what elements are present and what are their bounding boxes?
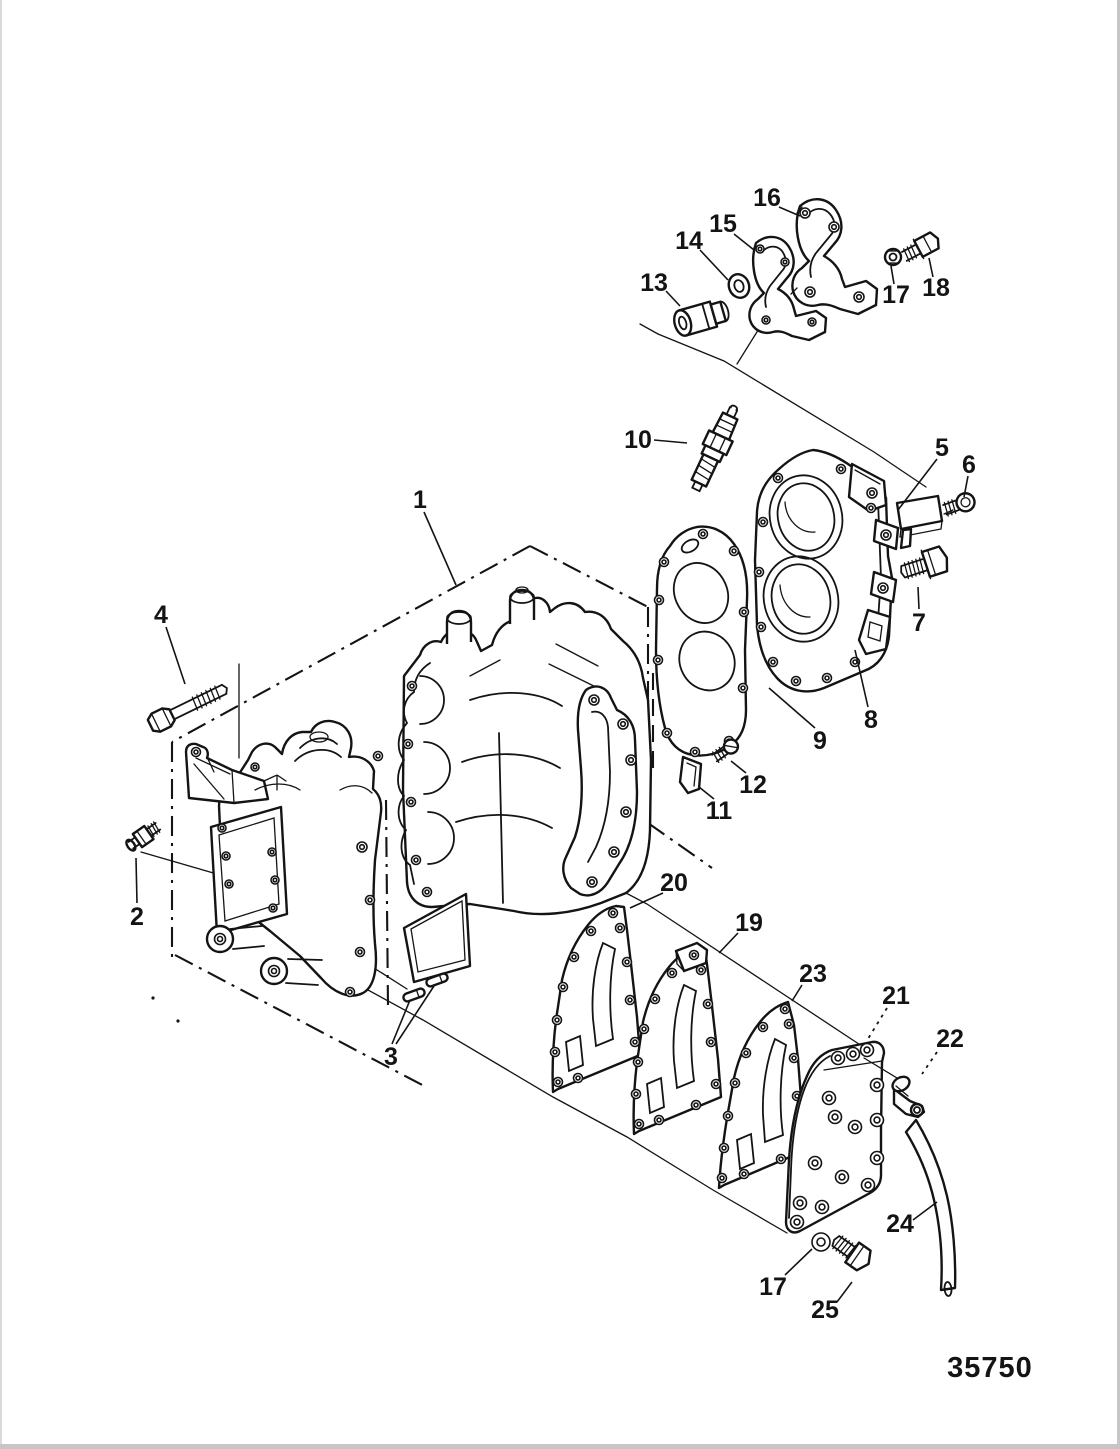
bolt-7 [900, 545, 949, 580]
spark-plug [690, 404, 739, 493]
anode-screw [711, 738, 740, 764]
callout-24-label: 24 [886, 1210, 914, 1238]
callout-18-label: 18 [922, 274, 950, 302]
scan-edge-left [0, 0, 2, 1449]
print-speck [151, 996, 155, 1000]
callout-22-label: 22 [936, 1025, 964, 1053]
callout-2-label: 2 [130, 903, 144, 931]
callout-12-label: 12 [739, 771, 767, 799]
callout-6-leader [963, 475, 969, 498]
callout-3-label: 3 [384, 1043, 398, 1071]
cylinder-head [753, 448, 900, 693]
bolt-4 [146, 683, 228, 733]
bushing [673, 300, 730, 337]
callout-23-leader [791, 984, 803, 1002]
callout-1-label: 1 [413, 486, 427, 514]
drain-hose [904, 1118, 957, 1297]
exhaust-manifold-gasket [748, 235, 828, 342]
callout-16-label: 16 [753, 184, 781, 212]
callout-25-leader [836, 1281, 853, 1303]
callout-9-leader [768, 687, 816, 729]
thermostat-boss [847, 462, 888, 513]
assembly-dashed-box [170, 545, 713, 1089]
bolt-6 [942, 492, 976, 517]
callout-8-label: 8 [864, 706, 878, 734]
print-speck [176, 1019, 180, 1023]
callout-5-leader [897, 458, 938, 511]
callout-25-label: 25 [811, 1296, 839, 1324]
callout-17b-leader [784, 1248, 813, 1276]
callout-16-leader [778, 206, 801, 217]
callout-7-label: 7 [912, 609, 926, 637]
elbow-fitting [891, 1075, 926, 1119]
dowel-pins [402, 972, 449, 1003]
mount-arm-upper [229, 925, 265, 950]
callout-11-label: 11 [706, 797, 733, 825]
callout-19-leader [718, 932, 739, 954]
mounting-bracket [184, 742, 270, 805]
callout-21-leader [865, 1007, 888, 1043]
callout-24-leader [912, 1201, 938, 1221]
callout-23-label: 23 [799, 960, 827, 988]
callout-20-label: 20 [660, 869, 688, 897]
manifold-nut [883, 247, 903, 267]
callout-10-leader [653, 439, 688, 444]
callout-8-leader [854, 649, 869, 708]
drawing-number: 35750 [947, 1352, 1033, 1384]
callout-15-label: 15 [709, 210, 737, 238]
callout-4-leader [165, 626, 186, 685]
callout-1-leader [423, 511, 457, 586]
callout-5-label: 5 [935, 434, 949, 462]
manifold-washer [727, 273, 751, 299]
exhaust-outer-cover [784, 1040, 898, 1234]
callout-13-leader [665, 290, 681, 307]
callout-9-label: 9 [813, 727, 827, 755]
head-gasket [652, 525, 750, 758]
callout-3-leader-2 [395, 985, 435, 1045]
exhaust-inner-gasket [549, 904, 642, 1094]
scan-edge-bottom [0, 1444, 1120, 1449]
callout-17-label: 17 [882, 281, 910, 309]
fitting-2 [125, 821, 162, 852]
block-skirt-panel [402, 892, 472, 984]
callout-10-label: 10 [624, 426, 652, 454]
washer-17 [811, 1232, 831, 1252]
crankcase-cover [184, 719, 384, 998]
callout-2-leader [135, 857, 138, 904]
callout-3-leader [391, 999, 411, 1045]
exhaust-outer-gasket [716, 1000, 806, 1190]
callout-19-label: 19 [735, 909, 763, 937]
callout-17b-label: 17 [759, 1273, 787, 1301]
exhaust-manifold-cover [790, 198, 879, 316]
callout-15-leader [733, 233, 755, 251]
callout-21-label: 21 [882, 982, 910, 1010]
manifold-bolt [901, 231, 940, 263]
callout-13-label: 13 [640, 269, 668, 297]
callout-6-label: 6 [962, 451, 976, 479]
callout-7-leader [917, 586, 920, 610]
crankcase-panel [209, 805, 289, 936]
callout-17-leader [890, 265, 895, 285]
scan-edge-right [1117, 0, 1120, 1449]
bolt-25 [831, 1235, 872, 1272]
anode [678, 755, 703, 795]
callout-20-leader [629, 892, 664, 909]
callout-14-leader [699, 249, 729, 281]
retainer-plate [895, 494, 954, 550]
exhaust-inner-plate [630, 941, 723, 1136]
callout-18-leader [928, 257, 934, 278]
cylinder-block [397, 586, 653, 984]
callout-14-label: 14 [675, 227, 703, 255]
callout-12-leader [730, 760, 747, 774]
mount-arm-lower [285, 958, 323, 986]
callout-11-leader [698, 786, 715, 800]
callout-4-label: 4 [154, 601, 168, 629]
callout-22-leader [921, 1051, 938, 1075]
